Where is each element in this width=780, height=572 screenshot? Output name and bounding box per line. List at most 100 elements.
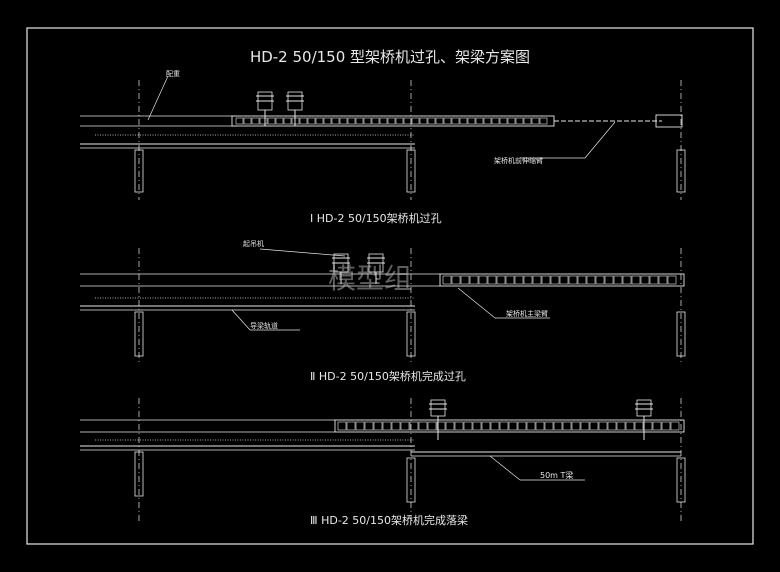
girder-cell [259,117,268,125]
girder-cell [251,117,260,125]
stage-1-caption: Ⅰ HD-2 50/150架桥机过孔 [310,211,442,225]
girder-cell [568,275,578,285]
girder-cell [454,421,464,431]
girder-cell [451,275,461,285]
girder-cell [499,421,509,431]
girder-cell [496,275,506,285]
girder-cell [379,117,388,125]
girder-cell [371,117,380,125]
girder-cell [553,421,563,431]
girder-cell [331,117,340,125]
girder-cell [541,275,551,285]
girder-cell [649,275,659,285]
girder-cell [517,421,527,431]
drawing-title: HD-2 50/150 型架桥机过孔、架梁方案图 [250,48,530,66]
girder-cell [339,117,348,125]
girder-cell [323,117,332,125]
stage-2-caption: Ⅱ HD-2 50/150架桥机完成过孔 [310,369,466,383]
drawing-frame [26,27,754,545]
stage-3-caption: Ⅲ HD-2 50/150架桥机完成落梁 [310,513,468,527]
girder-cell [643,421,653,431]
girder-cell [607,421,617,431]
girder-cell [243,117,252,125]
girder-cell [275,117,284,125]
girder-cell [469,275,479,285]
girder-cell [395,117,404,125]
stage-1-label-front-arm: 架桥机前伸缩臂 [494,156,543,165]
stage-2-label-main-arm: 架桥机主梁臂 [506,309,548,318]
girder-cell [460,275,470,285]
girder-cell [598,421,608,431]
girder-cell [586,275,596,285]
girder-cell [631,275,641,285]
girder-cell [523,275,533,285]
girder-cell [604,275,614,285]
girder-cell [418,421,428,431]
girder-cell [445,421,455,431]
girder-cell [267,117,276,125]
girder-cell [459,117,468,125]
girder-cell [577,275,587,285]
girder-cell [613,275,623,285]
girder-cell [283,117,292,125]
girder-cell [670,421,680,431]
girder-cell [658,275,668,285]
girder-cell [515,117,524,125]
girder-cell [505,275,515,285]
girder-cell [490,421,500,431]
girder-cell [235,117,244,125]
girder-cell [531,117,540,125]
girder-cell [435,117,444,125]
girder-cell [571,421,581,431]
girder-cell [409,421,419,431]
girder-cell [539,117,548,125]
stage-2-label-rail: 导梁轨道 [250,321,278,330]
stage-1-diagram [80,75,686,200]
stage-1-label-counterweight: 配重 [166,70,180,78]
girder-cell [337,421,347,431]
girder-cell [544,421,554,431]
girder-cell [427,421,437,431]
girder-cell [478,275,488,285]
girder-cell [483,117,492,125]
girder-cell [622,275,632,285]
girder-cell [373,421,383,431]
girder-cell [652,421,662,431]
girder-cell [526,421,536,431]
girder-cell [535,421,545,431]
girder-cell [391,421,401,431]
girder-cell [562,421,572,431]
stage-2-diagram [80,248,686,365]
girder-cell [580,421,590,431]
girder-cell [475,117,484,125]
stage-3-label-t-beam: 50m T梁 [540,471,573,480]
girder-cell [463,421,473,431]
girder-cell [363,117,372,125]
girder-cell [307,117,316,125]
girder-cell [595,275,605,285]
girder-cell [667,275,677,285]
girder-cell [299,117,308,125]
girder-cell [364,421,374,431]
girder-cell [443,117,452,125]
girder-cell [403,117,412,125]
girder-cell [550,275,560,285]
girder-cell [589,421,599,431]
girder-cell [382,421,392,431]
watermark: 模型组 [328,262,412,295]
girder-cell [355,117,364,125]
stage-3-diagram [80,398,686,522]
girder-cell [491,117,500,125]
girder-cell [315,117,324,125]
girder-cell [467,117,476,125]
girder-cell [625,421,635,431]
girder-cell [427,117,436,125]
girder-cell [559,275,569,285]
girder-cell [442,275,452,285]
girder-cell [514,275,524,285]
girder-cell [640,275,650,285]
girder-cell [523,117,532,125]
girder-cell [507,117,516,125]
girder-cell [481,421,491,431]
